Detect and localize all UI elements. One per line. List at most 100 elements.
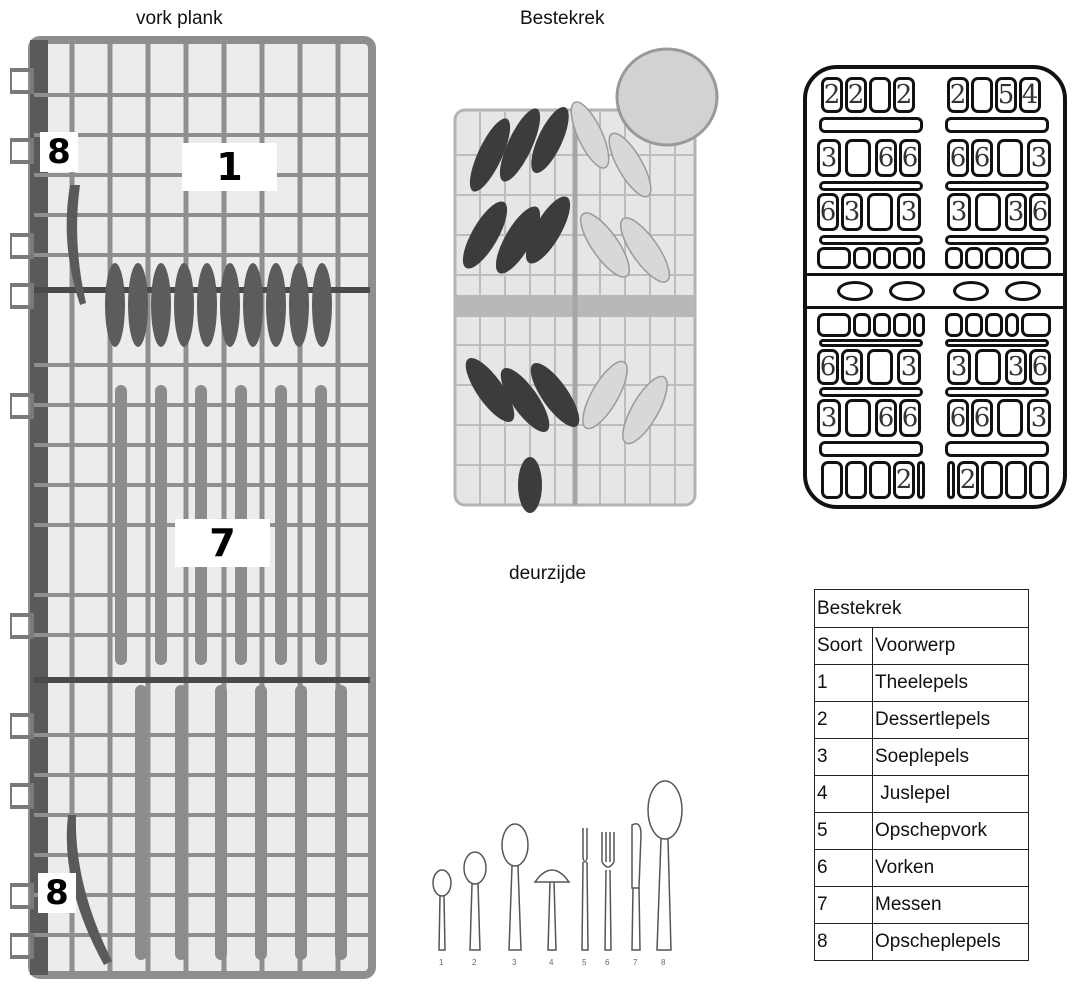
tray-slot: 2 [893,77,915,113]
tray-slot: 6 [875,139,897,177]
tray-slot [913,313,925,337]
tray-oval [889,281,925,301]
tray-slot: 3 [817,399,841,437]
tray-slot [947,461,955,499]
tray-slot: 2 [845,77,867,113]
tray-slot [985,313,1003,337]
tray-slot: 3 [1005,349,1027,385]
fork-shelf-rack-drawing [8,36,376,979]
tray-slot: 3 [817,139,841,177]
tray-bar [945,441,1049,457]
legend-code: 2 [814,701,873,739]
utensil-number: 7 [633,958,638,967]
tray-slot: 3 [947,193,971,231]
tray-slot [821,461,843,499]
cutlery-tray-top-view: 2 2 2 2 5 4 3 6 6 6 6 3 6 3 3 3 3 6 [803,65,1067,509]
legend-item: Juslepel [872,775,1029,813]
tray-slot: 6 [947,139,969,177]
utensil-drawing [432,780,683,951]
tray-slot [893,313,911,337]
tray-slot [893,247,911,269]
tray-bar [819,181,923,191]
tray-slot [917,461,925,499]
tray-slot [965,313,983,337]
tray-slot [1021,313,1051,337]
tray-slot: 6 [1029,193,1051,231]
tray-slot [845,399,871,437]
legend-header-type: Soort [814,627,873,665]
tray-slot [945,247,963,269]
tray-slot: 6 [899,399,921,437]
legend-item: Vorken [872,849,1029,887]
rack-label-8-top: 8 [40,132,78,172]
legend-item: Dessertlepels [872,701,1029,739]
tray-slot [975,349,1001,385]
tray-slot: 3 [1005,193,1027,231]
tray-slot: 2 [821,77,843,113]
tray-slot: 2 [957,461,979,499]
tray-slot [817,247,851,269]
tray-bar [819,235,923,245]
tray-slot [845,139,871,177]
tray-slot [873,247,891,269]
legend-item: Theelepels [872,664,1029,702]
tray-slot [869,461,891,499]
tray-slot [853,313,871,337]
tray-slot: 3 [947,349,971,385]
legend-row: 4 Juslepel [814,775,1029,813]
utensil-types-drawing: 1 2 3 4 5 6 7 8 [425,770,695,975]
tray-bar [945,339,1049,347]
legend-item: Messen [872,886,1029,924]
tray-slot: 6 [899,139,921,177]
tray-slot: 3 [897,349,921,385]
tray-slot [1029,461,1049,499]
tray-slot: 3 [1027,139,1051,177]
tray-slot [965,247,983,269]
rack-label-1: 1 [182,143,277,191]
tray-slot [869,77,891,113]
tray-slot [867,349,893,385]
tray-slot [1005,461,1027,499]
utensil-number: 3 [512,958,517,967]
tray-slot [981,461,1003,499]
tray-slot [867,193,893,231]
tray-slot [1005,247,1019,269]
utensil-number: 6 [605,958,610,967]
cutlery-basket-drawing [453,47,719,513]
door-side-label: deurzijde [509,563,587,584]
legend-code: 3 [814,738,873,776]
legend-code: 5 [814,812,873,850]
cutlery-basket-illustration [430,45,730,520]
tray-slot [913,247,925,269]
tray-slot [971,77,993,113]
tray-slot [1021,247,1051,269]
tray-slot [873,313,891,337]
tray-slot: 2 [893,461,915,499]
rack-label-8-bottom: 8 [38,873,76,913]
legend-item: Soeplepels [872,738,1029,776]
tray-slot [817,313,851,337]
tray-slot: 4 [1019,77,1041,113]
tray-slot [985,247,1003,269]
utensil-number: 4 [549,958,554,967]
rack-label-7: 7 [175,519,270,567]
tray-slot: 3 [841,193,863,231]
tray-bar [819,339,923,347]
legend-header-row: Soort Voorwerp [814,627,1029,665]
tray-slot [945,313,963,337]
fork-shelf-rack: 8 1 7 8 [8,35,380,980]
tray-bar [945,387,1049,397]
legend-item: Opschepvork [872,812,1029,850]
tray-slot [1005,313,1019,337]
utensil-number: 5 [582,958,587,967]
tray-bar [945,235,1049,245]
tray-slot: 6 [971,139,993,177]
tray-slot: 5 [995,77,1017,113]
legend-code: 6 [814,849,873,887]
tray-slot [853,247,871,269]
